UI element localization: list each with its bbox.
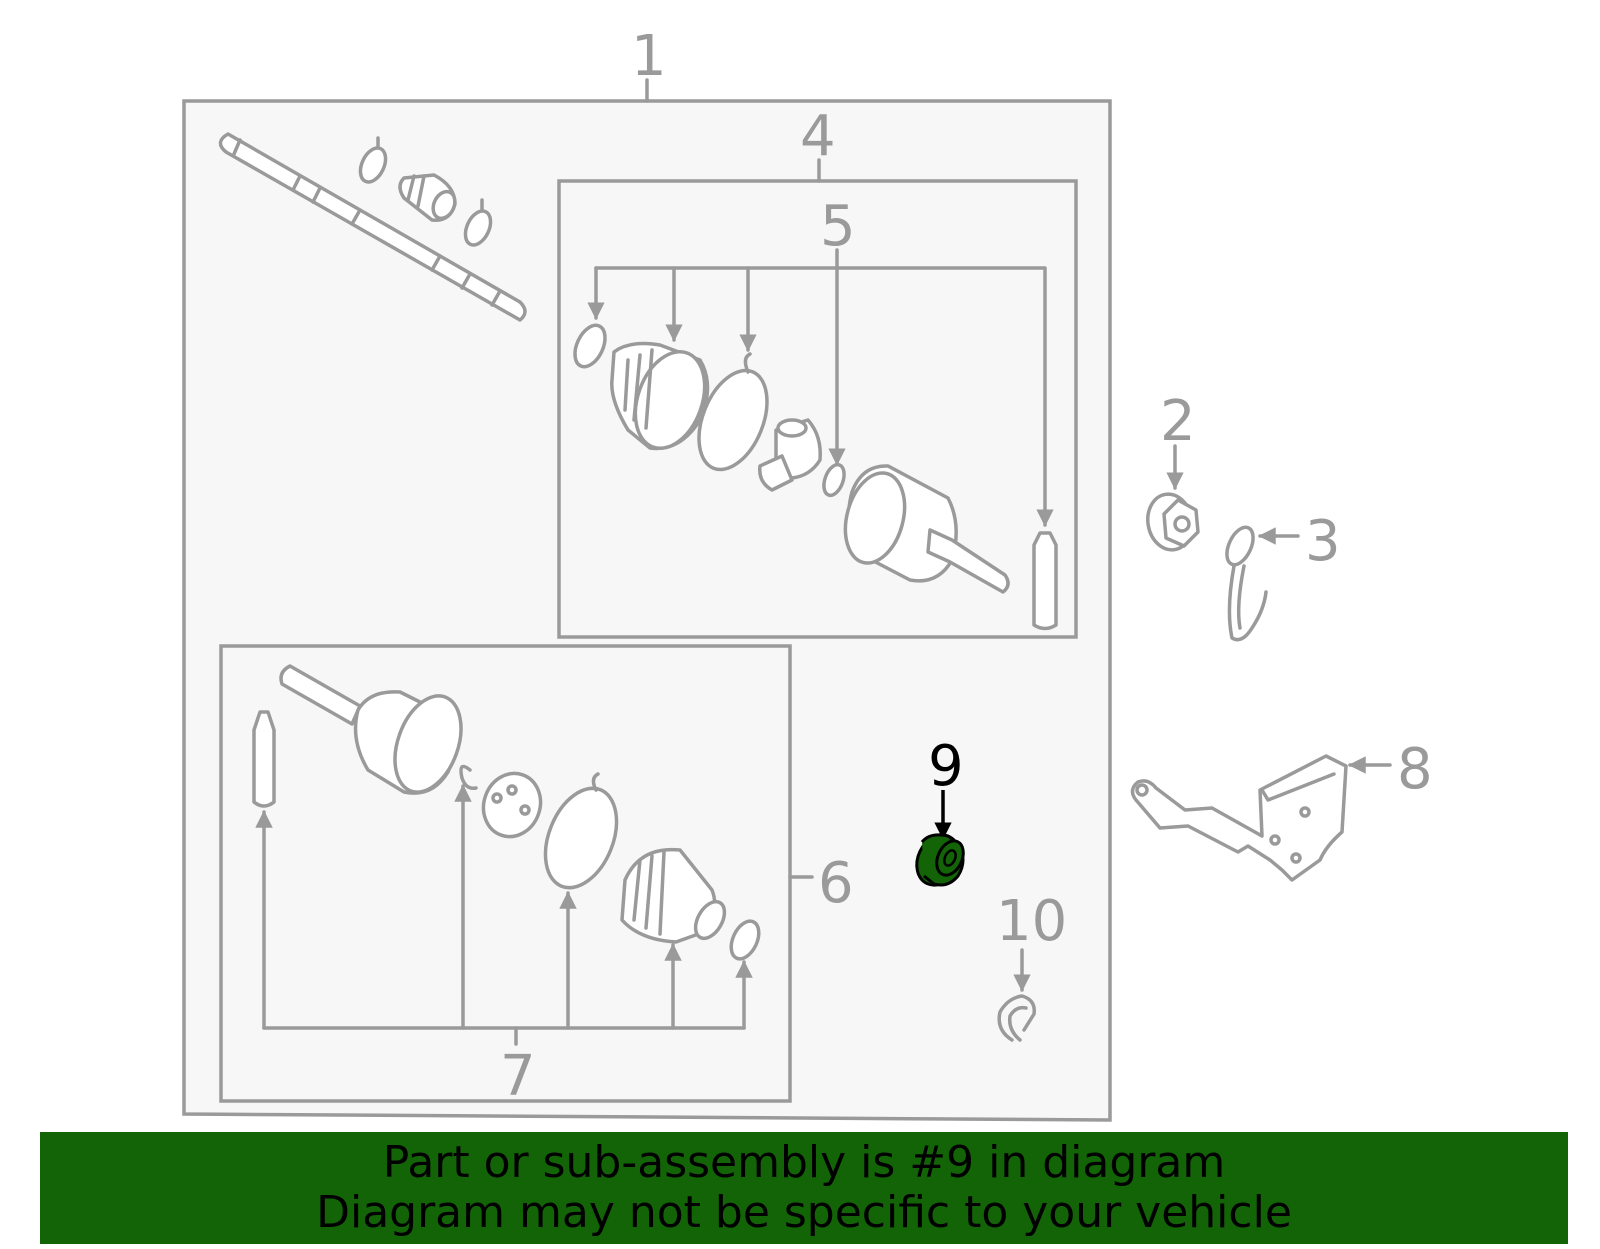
part-9-seal: 9 <box>915 734 965 887</box>
callout-9: 9 <box>928 734 964 799</box>
assembly-box-6 <box>219 644 792 1103</box>
boot-clamp-small-2 <box>463 198 493 247</box>
callout-7: 7 <box>500 1044 536 1109</box>
callout-1: 1 <box>631 24 667 89</box>
small-boot <box>398 173 457 222</box>
part-10-clip: 10 <box>996 889 1067 1042</box>
inner-boot-kit: 7 <box>252 664 761 1109</box>
axle-shaft <box>218 132 527 322</box>
banner-line-1: Part or sub-assembly is #9 in diagram <box>382 1137 1226 1188</box>
part-2-hub-nut: 2 <box>1146 389 1200 552</box>
callout-2: 2 <box>1160 389 1196 454</box>
info-banner: Part or sub-assembly is #9 in diagram Di… <box>40 1132 1568 1244</box>
part-3-clip: 3 <box>1225 509 1341 642</box>
banner-line-2: Diagram may not be specific to your vehi… <box>316 1187 1292 1238</box>
callout-5: 5 <box>820 194 856 259</box>
callout-3: 3 <box>1305 509 1341 574</box>
outer-boot-kit: 5 <box>573 194 1058 631</box>
callout-4: 4 <box>800 104 836 169</box>
boot-clamp-small <box>358 136 388 184</box>
callout-6: 6 <box>818 851 854 916</box>
callout-8: 8 <box>1397 737 1433 802</box>
part-8-bracket: 8 <box>1130 737 1433 882</box>
callout-10: 10 <box>996 889 1067 954</box>
